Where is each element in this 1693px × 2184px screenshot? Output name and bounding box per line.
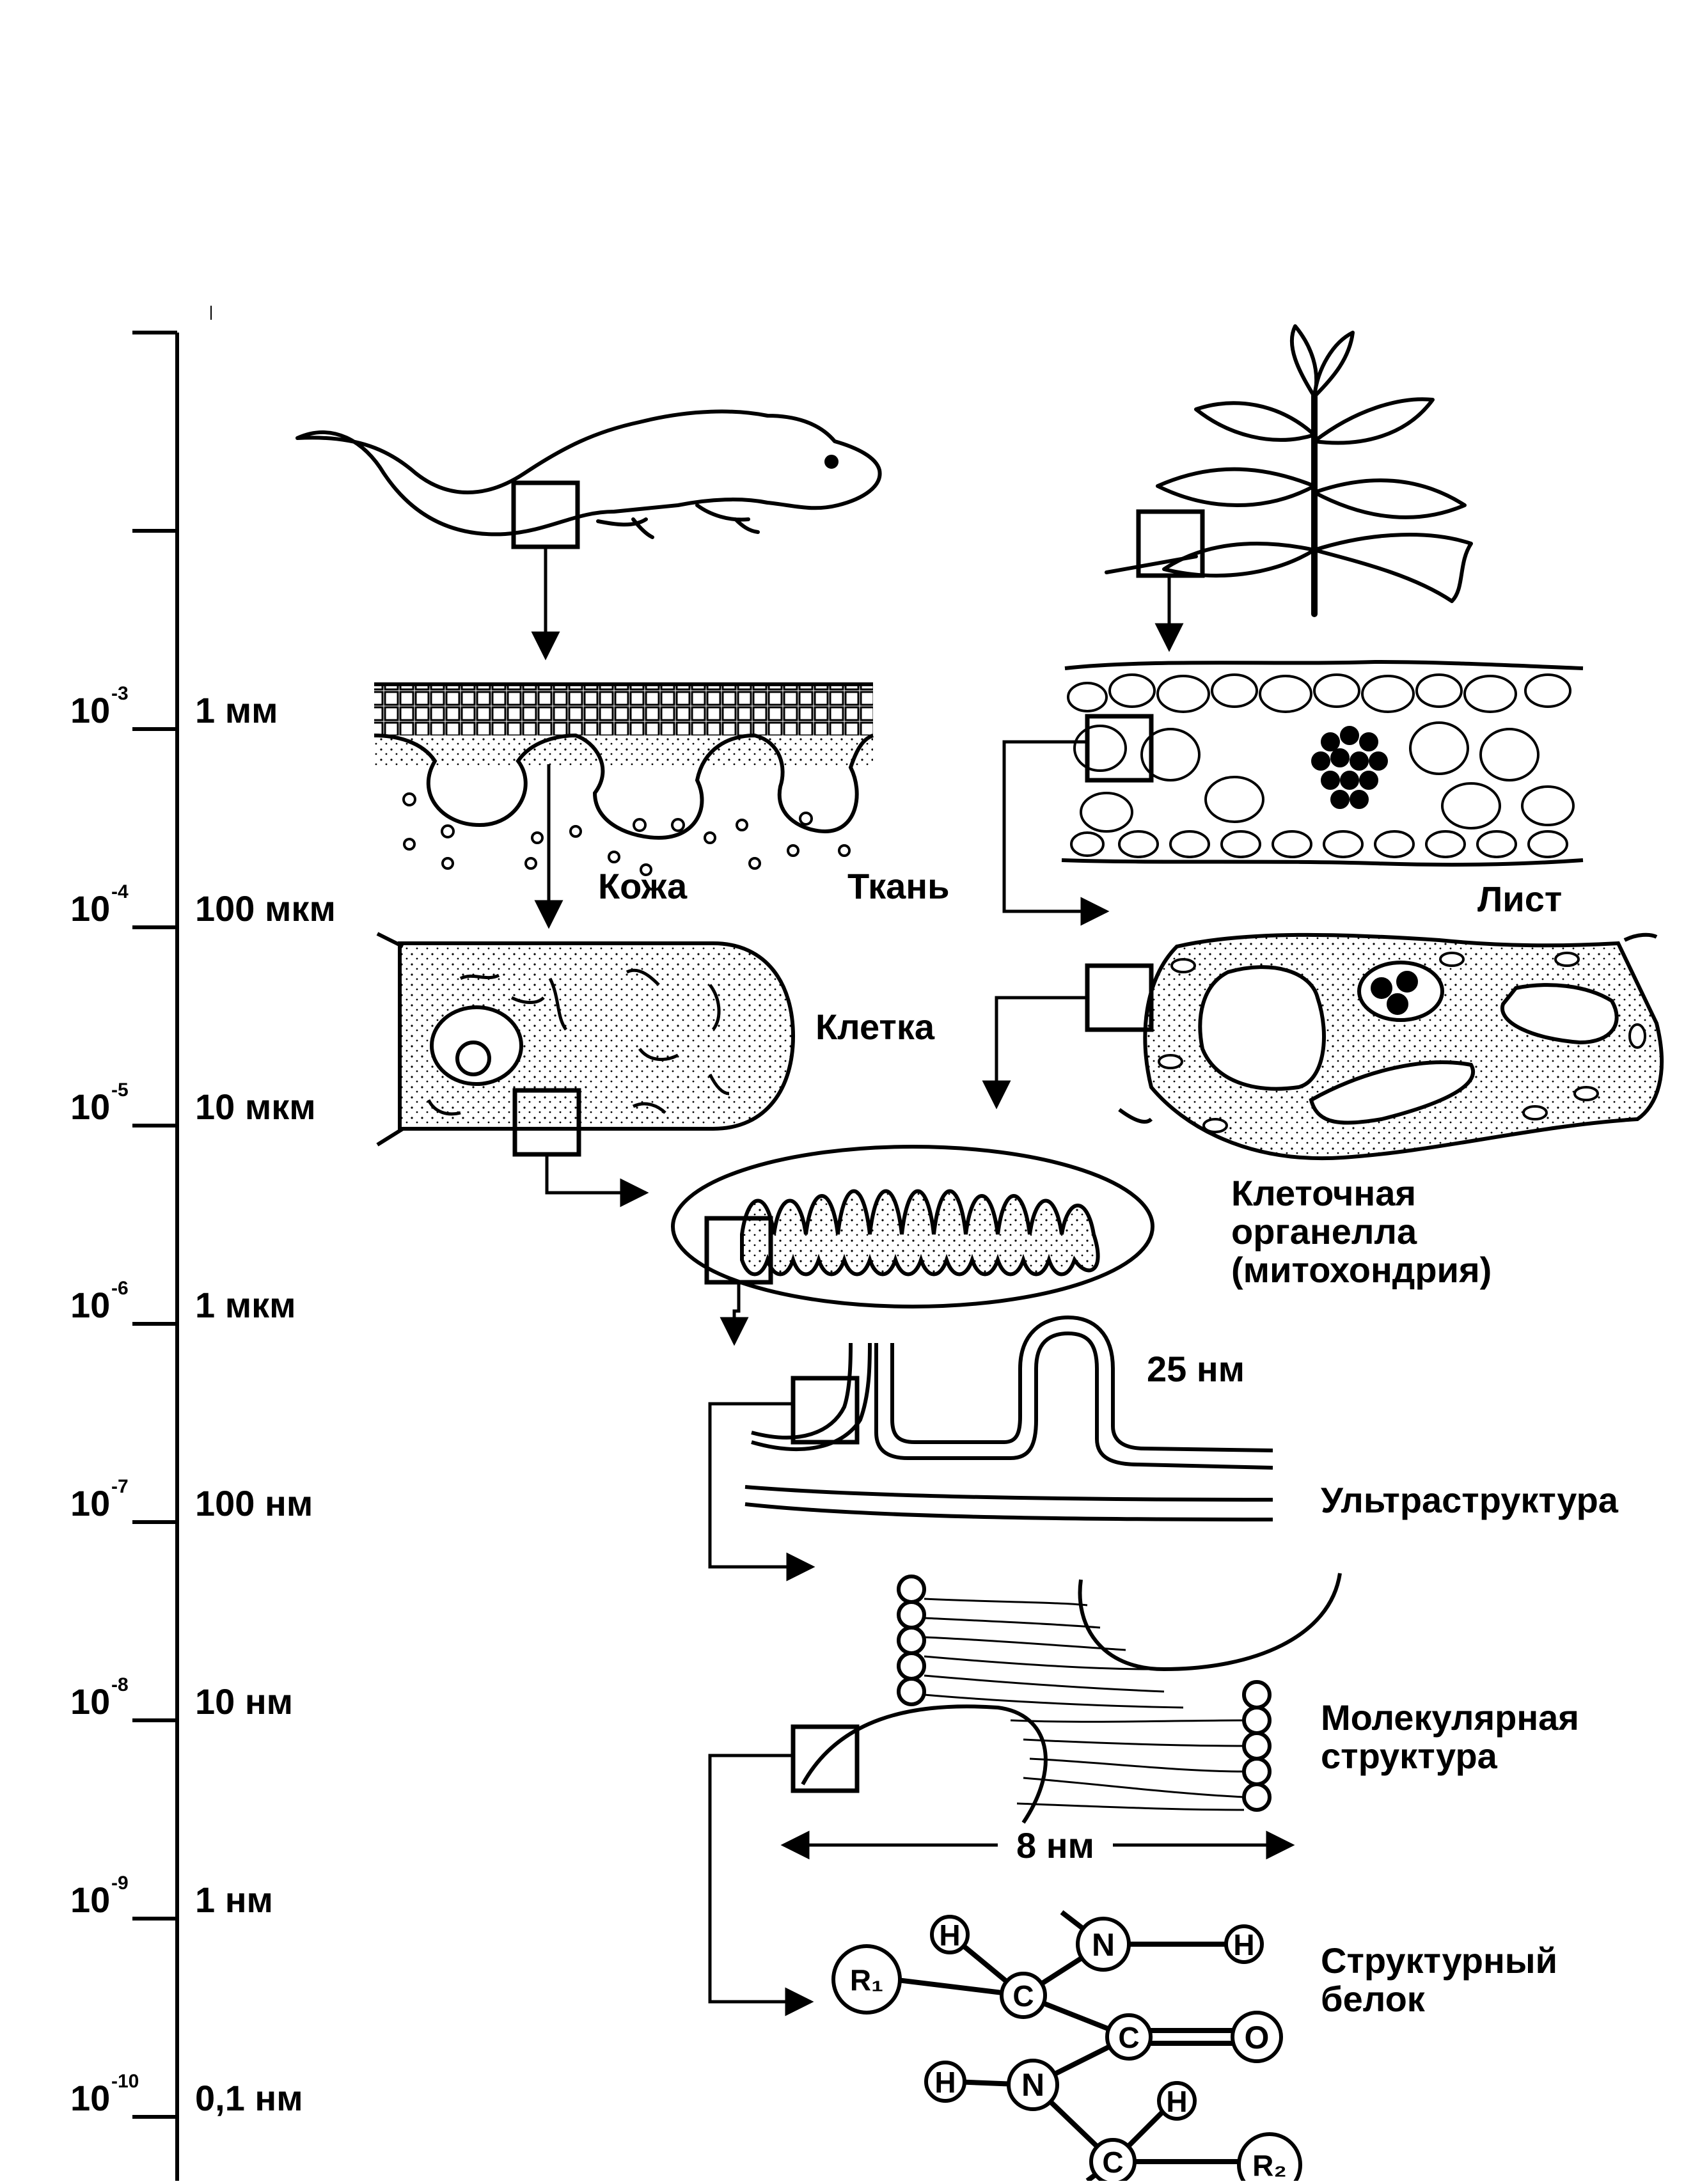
molecular-structure-illustration — [780, 1573, 1342, 1860]
tick-exponent: -6 — [111, 1278, 129, 1299]
atom-label: R₁ — [850, 1963, 883, 1997]
label-ultrastructure: Ультраструктура — [1321, 1480, 1619, 1520]
zoom-arrow — [982, 996, 1087, 1110]
tick-base: 10 — [70, 1285, 110, 1325]
atom-circle — [1076, 1917, 1131, 1972]
tick-value: 1 мм — [195, 690, 278, 730]
protein-atom-labels: H N H R₁ C C O H N H C R₂ — [850, 1919, 1287, 2182]
zoom-arrow — [708, 1754, 814, 2016]
zoom-arrows — [531, 547, 1184, 2016]
atom-circle — [831, 1944, 902, 2015]
label-protein-line2: белок — [1321, 1979, 1426, 2019]
label-protein-line1: Структурный — [1321, 1940, 1557, 1981]
tick-exponent: -3 — [111, 683, 129, 704]
tick-base: 10 — [70, 888, 110, 929]
zoom-box — [791, 1724, 860, 1793]
atom-label: N — [1021, 2067, 1044, 2103]
atom-circle — [1157, 2081, 1197, 2121]
label-leaf: Лист — [1477, 879, 1562, 919]
lizard-illustration — [295, 409, 882, 539]
skin-tissue-illustration — [374, 682, 874, 876]
tick-value: 0,1 нм — [195, 2078, 303, 2118]
label-skin: Кожа — [598, 866, 688, 906]
tick-exponent: -8 — [111, 1674, 129, 1695]
tick-value: 100 нм — [195, 1483, 313, 1523]
leaf-tissue-illustration — [1061, 659, 1584, 867]
zoom-arrow — [708, 1402, 815, 1582]
label-tissue: Ткань — [847, 866, 950, 906]
label-organelle-line1: Клеточная — [1231, 1173, 1416, 1213]
tick-base: 10 — [70, 2078, 110, 2118]
tick-exponent: -4 — [111, 881, 129, 902]
tick-value: 10 мкм — [195, 1087, 316, 1127]
tick-value: 1 нм — [195, 1880, 273, 1920]
atom-label: N — [1092, 1927, 1115, 1963]
atom-circle — [1231, 2011, 1283, 2063]
atom-label: C — [1118, 2021, 1139, 2054]
tick-value: 100 мкм — [195, 888, 336, 929]
atom-circle — [924, 2061, 966, 2103]
atom-circle — [1105, 2013, 1153, 2061]
atom-label: R₂ — [1252, 2149, 1287, 2181]
animal-cell-illustration — [376, 932, 796, 1147]
zoom-arrow — [545, 1154, 649, 1207]
tick-value: 1 мкм — [195, 1285, 296, 1325]
zoom-box — [511, 480, 580, 549]
tick-exponent: -9 — [111, 1873, 129, 1894]
zoom-box — [1085, 714, 1154, 783]
zoom-arrow — [720, 1282, 749, 1346]
atom-circle — [1000, 1972, 1047, 2019]
atom-label: C — [1102, 2146, 1123, 2179]
tick-exponent: -10 — [111, 2071, 139, 2092]
tick-base: 10 — [70, 1880, 110, 1920]
plant-cell-illustration — [1118, 932, 1664, 1161]
label-molecular-line2: структура — [1321, 1736, 1498, 1776]
atom-label: C — [1012, 1979, 1034, 2013]
label-cell: Клетка — [815, 1007, 935, 1047]
atom-label: O — [1245, 2020, 1270, 2055]
plant-illustration — [1105, 324, 1473, 617]
atom-label: H — [1166, 2085, 1187, 2118]
atom-circle — [930, 1915, 970, 1954]
atom-circle — [1237, 2132, 1302, 2184]
label-ultrastructure-size: 25 нм — [1147, 1349, 1245, 1389]
label-organelle-line3: (митохондрия) — [1231, 1250, 1492, 1290]
structural-protein-illustration — [831, 1910, 1302, 2184]
label-molecular-size: 8 нм — [1016, 1825, 1094, 1866]
zoom-arrow — [1002, 740, 1110, 926]
tick-base: 10 — [70, 1483, 110, 1523]
tick-base: 10 — [70, 690, 110, 730]
tick-exponent: -7 — [111, 1476, 129, 1497]
ultrastructure-illustration — [744, 1315, 1273, 1521]
atom-circle — [1224, 1924, 1264, 1964]
tick-base: 10 — [70, 1087, 110, 1127]
scale-axis — [132, 306, 212, 2181]
atom-circle — [1007, 2059, 1059, 2111]
level-labels: Кожа Ткань Лист Клетка Клеточная органел… — [598, 866, 1619, 2019]
tick-value: 10 нм — [195, 1681, 293, 1722]
label-molecular-line1: Молекулярная — [1321, 1697, 1579, 1738]
zoom-box — [1085, 963, 1154, 1032]
zoom-boxes — [511, 480, 1205, 1793]
mitochondrion-illustration — [671, 1145, 1154, 1308]
tick-exponent: -5 — [111, 1080, 129, 1101]
scale-tick-labels: 10 -3 1 мм 10 -4 100 мкм 10 -5 10 мкм 10… — [70, 683, 336, 2118]
label-organelle-line2: органелла — [1231, 1211, 1417, 1252]
atom-label: H — [1233, 1928, 1254, 1961]
atom-label: H — [934, 2066, 956, 2099]
zoom-box — [791, 1376, 860, 1445]
tick-base: 10 — [70, 1681, 110, 1722]
atom-label: H — [939, 1919, 960, 1952]
